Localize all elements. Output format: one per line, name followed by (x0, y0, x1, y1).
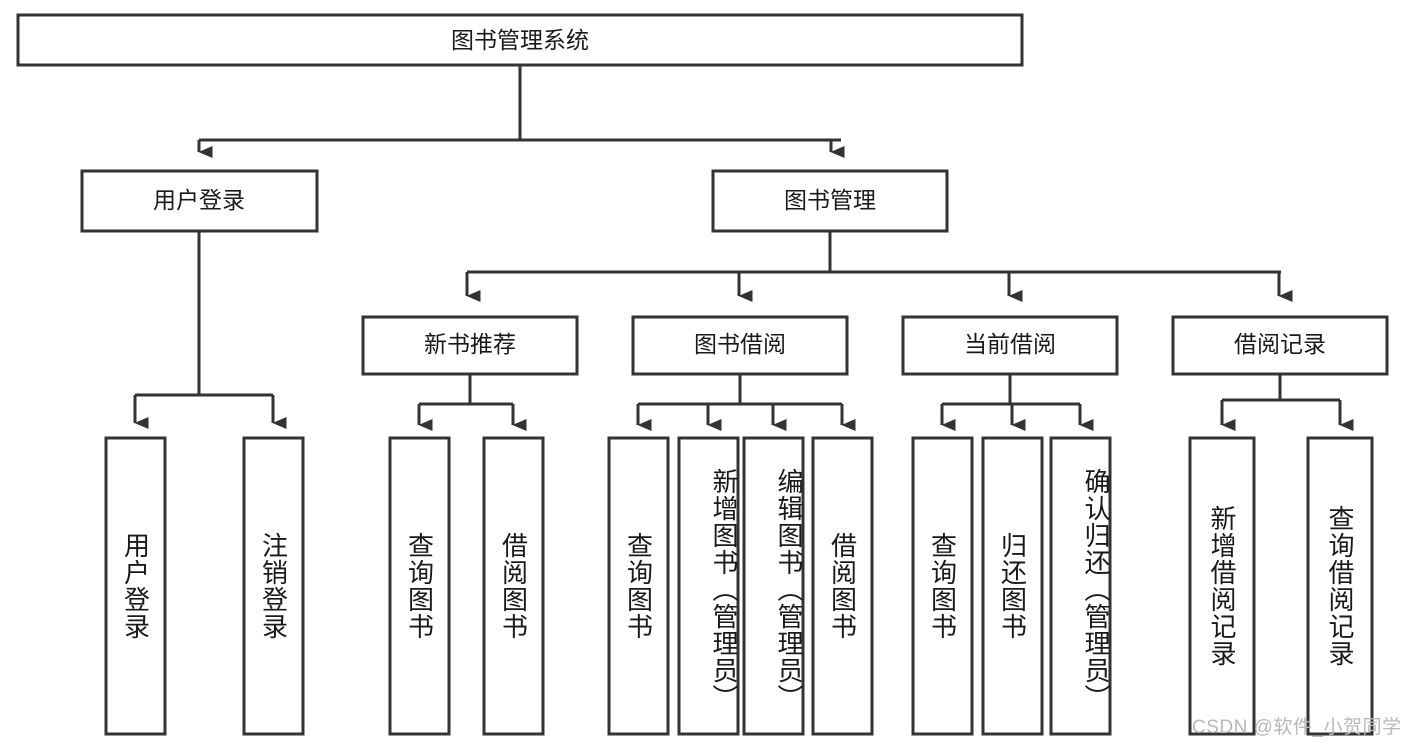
leaf-box-user-login-1[interactable] (242, 436, 305, 736)
leaf-box-current-borrow-1[interactable] (981, 436, 1044, 736)
node-book-borrow-label: 图书借阅 (694, 331, 786, 357)
leaf-box-new-book-1[interactable] (482, 436, 545, 736)
node-user-login[interactable]: 用户登录 (80, 169, 319, 233)
node-borrow-record[interactable]: 借阅记录 (1171, 315, 1389, 376)
leaf-box-book-borrow-1[interactable] (677, 436, 740, 736)
leaf-box-book-borrow-0[interactable] (607, 436, 670, 736)
connector-current-borrow-to-leaves (940, 374, 1094, 431)
node-new-book-recommend-label: 新书推荐 (424, 331, 516, 357)
node-new-book-recommend[interactable]: 新书推荐 (361, 315, 579, 376)
leaf-box-current-borrow-2[interactable] (1049, 436, 1112, 736)
connector-book-management-to-level3 (465, 231, 1293, 302)
leaf-box-borrow-record-1[interactable] (1306, 436, 1374, 736)
connector-new-book-recommend-to-leaves (417, 374, 527, 431)
node-root-label: 图书管理系统 (451, 27, 589, 53)
node-current-borrow-label: 当前借阅 (964, 331, 1056, 357)
node-current-borrow[interactable]: 当前借阅 (901, 315, 1119, 376)
connector-borrow-record-to-leaves (1220, 374, 1354, 431)
leaf-box-borrow-record-0[interactable] (1188, 436, 1256, 736)
node-borrow-record-label: 借阅记录 (1234, 331, 1326, 357)
leaf-box-user-login-0[interactable] (104, 436, 167, 736)
connector-book-borrow-to-leaves (636, 374, 856, 431)
node-book-management-label: 图书管理 (784, 187, 876, 213)
leaf-box-book-borrow-3[interactable] (811, 436, 874, 736)
node-user-login-label: 用户登录 (153, 187, 245, 213)
node-book-borrow[interactable]: 图书借阅 (631, 315, 849, 376)
leaf-box-book-borrow-2[interactable] (742, 436, 805, 736)
connector-user-login-to-leaves (133, 231, 287, 429)
csdn-watermark: CSDN @软件_小贺同学 (1192, 717, 1402, 738)
leaf-box-current-borrow-0[interactable] (911, 436, 974, 736)
leaf-box-new-book-0[interactable] (388, 436, 451, 736)
connector-root-to-level2 (197, 65, 845, 158)
node-book-management[interactable]: 图书管理 (711, 169, 949, 233)
node-root[interactable]: 图书管理系统 (16, 13, 1024, 67)
